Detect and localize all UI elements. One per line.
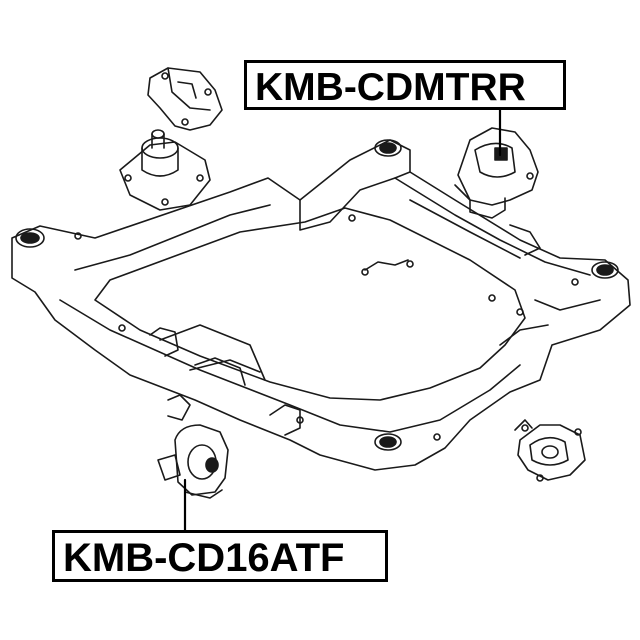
engine-mount-upper-left — [119, 67, 223, 211]
part-label-top: KMB-CDMTRR — [244, 60, 566, 110]
front-subframe — [11, 139, 631, 471]
mount-lower-right — [514, 419, 586, 482]
mount-upper-right — [454, 127, 539, 219]
part-label-bottom: KMB-CD16ATF — [52, 530, 388, 582]
mount-lower-left — [157, 424, 229, 499]
